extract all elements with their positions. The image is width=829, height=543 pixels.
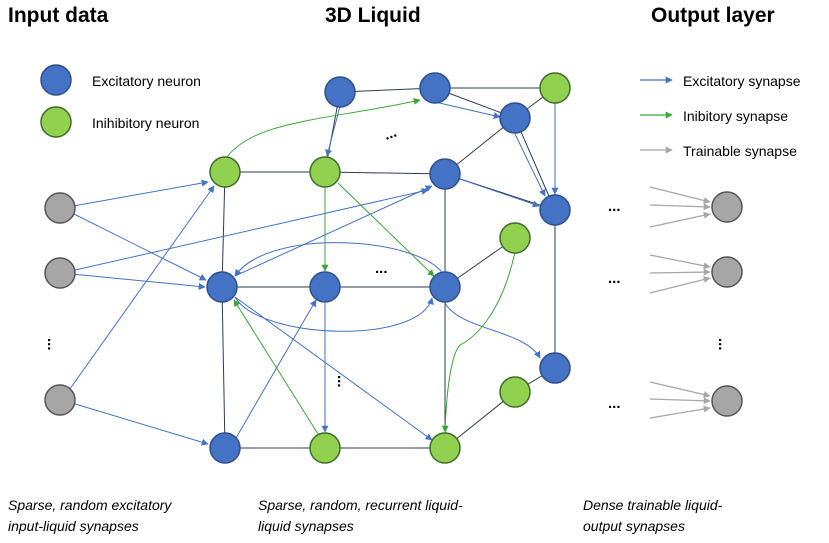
excitatory-neuron [539,352,571,384]
input-neurons [44,192,76,416]
output-caption-line-2: output synapses [583,518,685,534]
ellipsis-output-row-2: ... [608,270,621,287]
output-synapses [649,186,711,419]
excitatory-neuron [539,194,571,226]
excitatory-neuron [324,76,356,108]
legend-inhibitory-synapse-label: Inibitory synapse [683,108,788,124]
liquid-neurons [206,72,571,464]
excitatory-neuron [309,271,341,303]
legend-excitatory-neuron-marker [40,64,72,96]
input-synapses [61,179,429,446]
ellipsis-marks: ... ... ... ... ... ... ... ... [44,124,732,412]
legend-excitatory-synapse-label: Excitatory synapse [683,73,801,89]
excitatory-neuron [429,158,461,190]
ellipsis-vertical-liquid: ... [334,375,351,388]
inhibitory-neuron [429,432,461,464]
output-neuron [711,191,743,223]
liquid-title: 3D Liquid [325,4,421,27]
excitatory-neuron [429,271,461,303]
ellipsis-middle-layer: ... [375,260,388,277]
ellipsis-back-layer: ... [382,124,400,144]
liquid-caption-line-1: Sparse, random, recurrent liquid- [258,497,463,513]
input-caption-line-1: Sparse, random excitatory [8,497,172,513]
liquid-caption-line-2: liquid synapses [258,518,354,534]
output-neuron [711,385,743,417]
input-data-title: Input data [8,4,109,27]
excitatory-neuron [419,72,451,104]
input-caption-line-2: input-liquid synapses [8,518,139,534]
legend-excitatory-neuron-label: Excitatory neuron [92,73,201,89]
inhibitory-neuron [309,432,341,464]
ellipsis-output-row-3: ... [608,395,621,412]
synapse-legend: Excitatory synapse Inibitory synapse Tra… [640,73,801,159]
input-neuron [44,192,76,224]
input-neuron [44,384,76,416]
inhibitory-synapses [224,97,516,435]
captions: Sparse, random excitatory input-liquid s… [8,497,723,534]
inhibitory-neuron [309,156,341,188]
ellipsis-input-neurons: ... [44,338,61,351]
legend-inhibitory-neuron-marker [40,106,72,138]
output-neuron [711,256,743,288]
ellipsis-output-neurons: ... [715,338,732,351]
legend-inhibitory-neuron-label: Inihibitory neuron [92,115,199,131]
input-neuron [44,257,76,289]
legend-trainable-synapse-label: Trainable synapse [683,143,797,159]
output-layer-title: Output layer [651,4,775,27]
output-neurons [711,191,743,417]
ellipsis-output-row-1: ... [608,198,621,215]
recurrent-excitatory-synapses [234,101,559,441]
neuron-legend: Excitatory neuron Inihibitory neuron [40,64,201,138]
excitatory-neuron [206,271,238,303]
excitatory-neuron [209,432,241,464]
inhibitory-neuron [499,222,531,254]
excitatory-neuron [499,102,531,134]
inhibitory-neuron [499,376,531,408]
inhibitory-neuron [209,156,241,188]
output-caption-line-1: Dense trainable liquid- [583,497,723,513]
inhibitory-neuron [539,72,571,104]
